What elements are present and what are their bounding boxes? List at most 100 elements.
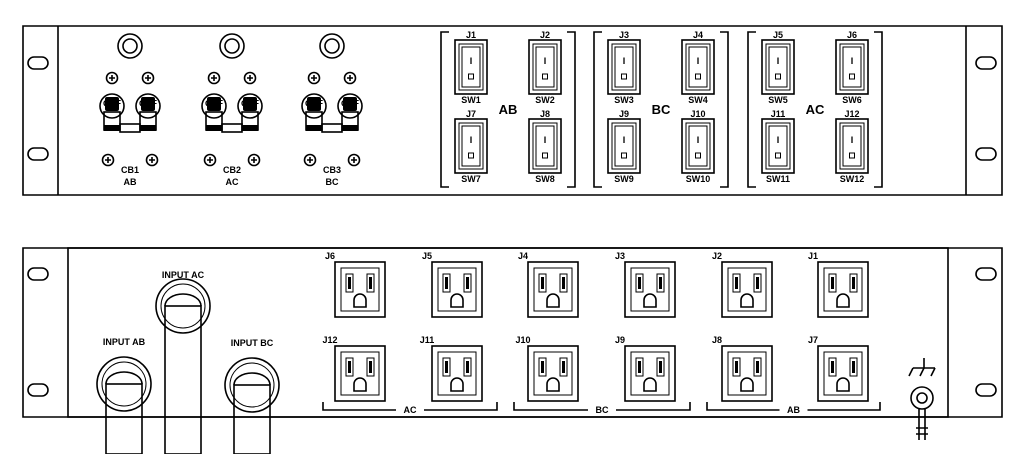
toggle-tie-bar [119,123,141,133]
switch-off-mark [621,73,627,80]
group-bracket-left [593,31,602,188]
outlet-slot-left-inner [735,361,738,373]
outlet-slot-left [828,357,837,377]
outlet-ground-hole [643,377,657,392]
group-bracket-left [747,31,756,188]
outlet-ground-hole [450,293,464,308]
mount-screw [101,153,115,167]
outlet-label: J6 [325,251,335,261]
breaker-label: CB1 [121,165,139,175]
toggle-tie-bar [321,123,343,133]
front-panel-outline [22,25,1003,196]
switch-rocker[interactable] [765,43,791,91]
switch-rocker[interactable] [532,122,558,170]
ground-symbol-leg-left [908,367,914,377]
switch-rocker[interactable] [532,43,558,91]
switch-bezel [454,39,488,95]
switch-rocker[interactable] [458,122,484,170]
outlet-face [340,267,380,312]
outlet-face [727,351,767,396]
outlet-slot-right-inner [852,277,855,289]
switch-label: SW4 [688,95,708,105]
rear-right-mount-slot-top [975,267,997,281]
outlet-ground-hole [740,293,754,308]
switch-off-mark [542,73,548,80]
input-cable-1: INPUT AB [96,337,152,454]
switch-rocker[interactable] [611,122,637,170]
switch-off-mark [695,152,701,159]
outlet-slot-left [828,273,837,293]
outlet-slot-right-inner [466,277,469,289]
toggle-handle[interactable] [141,97,155,111]
outlet-label: J9 [615,335,625,345]
switch-rocker[interactable] [611,43,637,91]
outlet-face [727,267,767,312]
outlet-ground-hole [450,377,464,392]
ground-wire [916,409,928,440]
outlet-group-bc: BC [513,402,691,415]
breaker-label: CB3 [323,165,341,175]
switch-rocker[interactable] [765,122,791,170]
switch-on-mark: I [544,56,547,66]
group-bracket-right [720,31,729,188]
group-bracket-left [440,31,449,188]
outlet-slot-right-inner [756,277,759,289]
outlet-slot-right-inner [369,361,372,373]
mount-screw [303,153,317,167]
toggle-bezel [201,93,227,119]
group-bracket-left [322,402,396,411]
toggle-bezel [135,93,161,119]
outlet-plate [431,261,483,318]
switch-rocker[interactable] [839,122,865,170]
outlet-slot-left [538,357,547,377]
outlet-ground-hole [546,377,560,392]
toggle-handle[interactable] [243,97,257,111]
switch-rocker[interactable] [839,43,865,91]
toggle-bezel [301,93,327,119]
outlet-slot-left-inner [445,277,448,289]
outlet-slot-right [753,273,762,293]
switch-label: SW7 [461,174,481,184]
switch-bezel [681,118,715,174]
outlet-slot-right [656,357,665,377]
toggle-handle[interactable] [105,97,119,111]
toggle-handle[interactable] [207,97,221,111]
switch-rocker-face [768,46,788,88]
cord-end [164,293,202,307]
outlet-slot-left [635,273,644,293]
outlet-group-label: AB [787,405,800,415]
outlet-label: J1 [808,251,818,261]
switch-rocker[interactable] [458,43,484,91]
outlet-receptacle: J1 [808,251,869,318]
switch-rocker[interactable] [685,122,711,170]
switch-rocker-face [842,125,862,167]
switch-on-mark: I [851,56,854,66]
outlet-group-label: AC [404,405,417,415]
outlet-plate [527,345,579,402]
mount-screw [307,71,321,85]
outlet-face [823,351,863,396]
toggle-handle[interactable] [307,97,321,111]
switch-rocker[interactable] [685,43,711,91]
group-bracket-right [424,402,498,411]
toggle-handle[interactable] [343,97,357,111]
outlet-plate [431,345,483,402]
outlet-plate [334,261,386,318]
jack-label: J11 [771,109,786,119]
